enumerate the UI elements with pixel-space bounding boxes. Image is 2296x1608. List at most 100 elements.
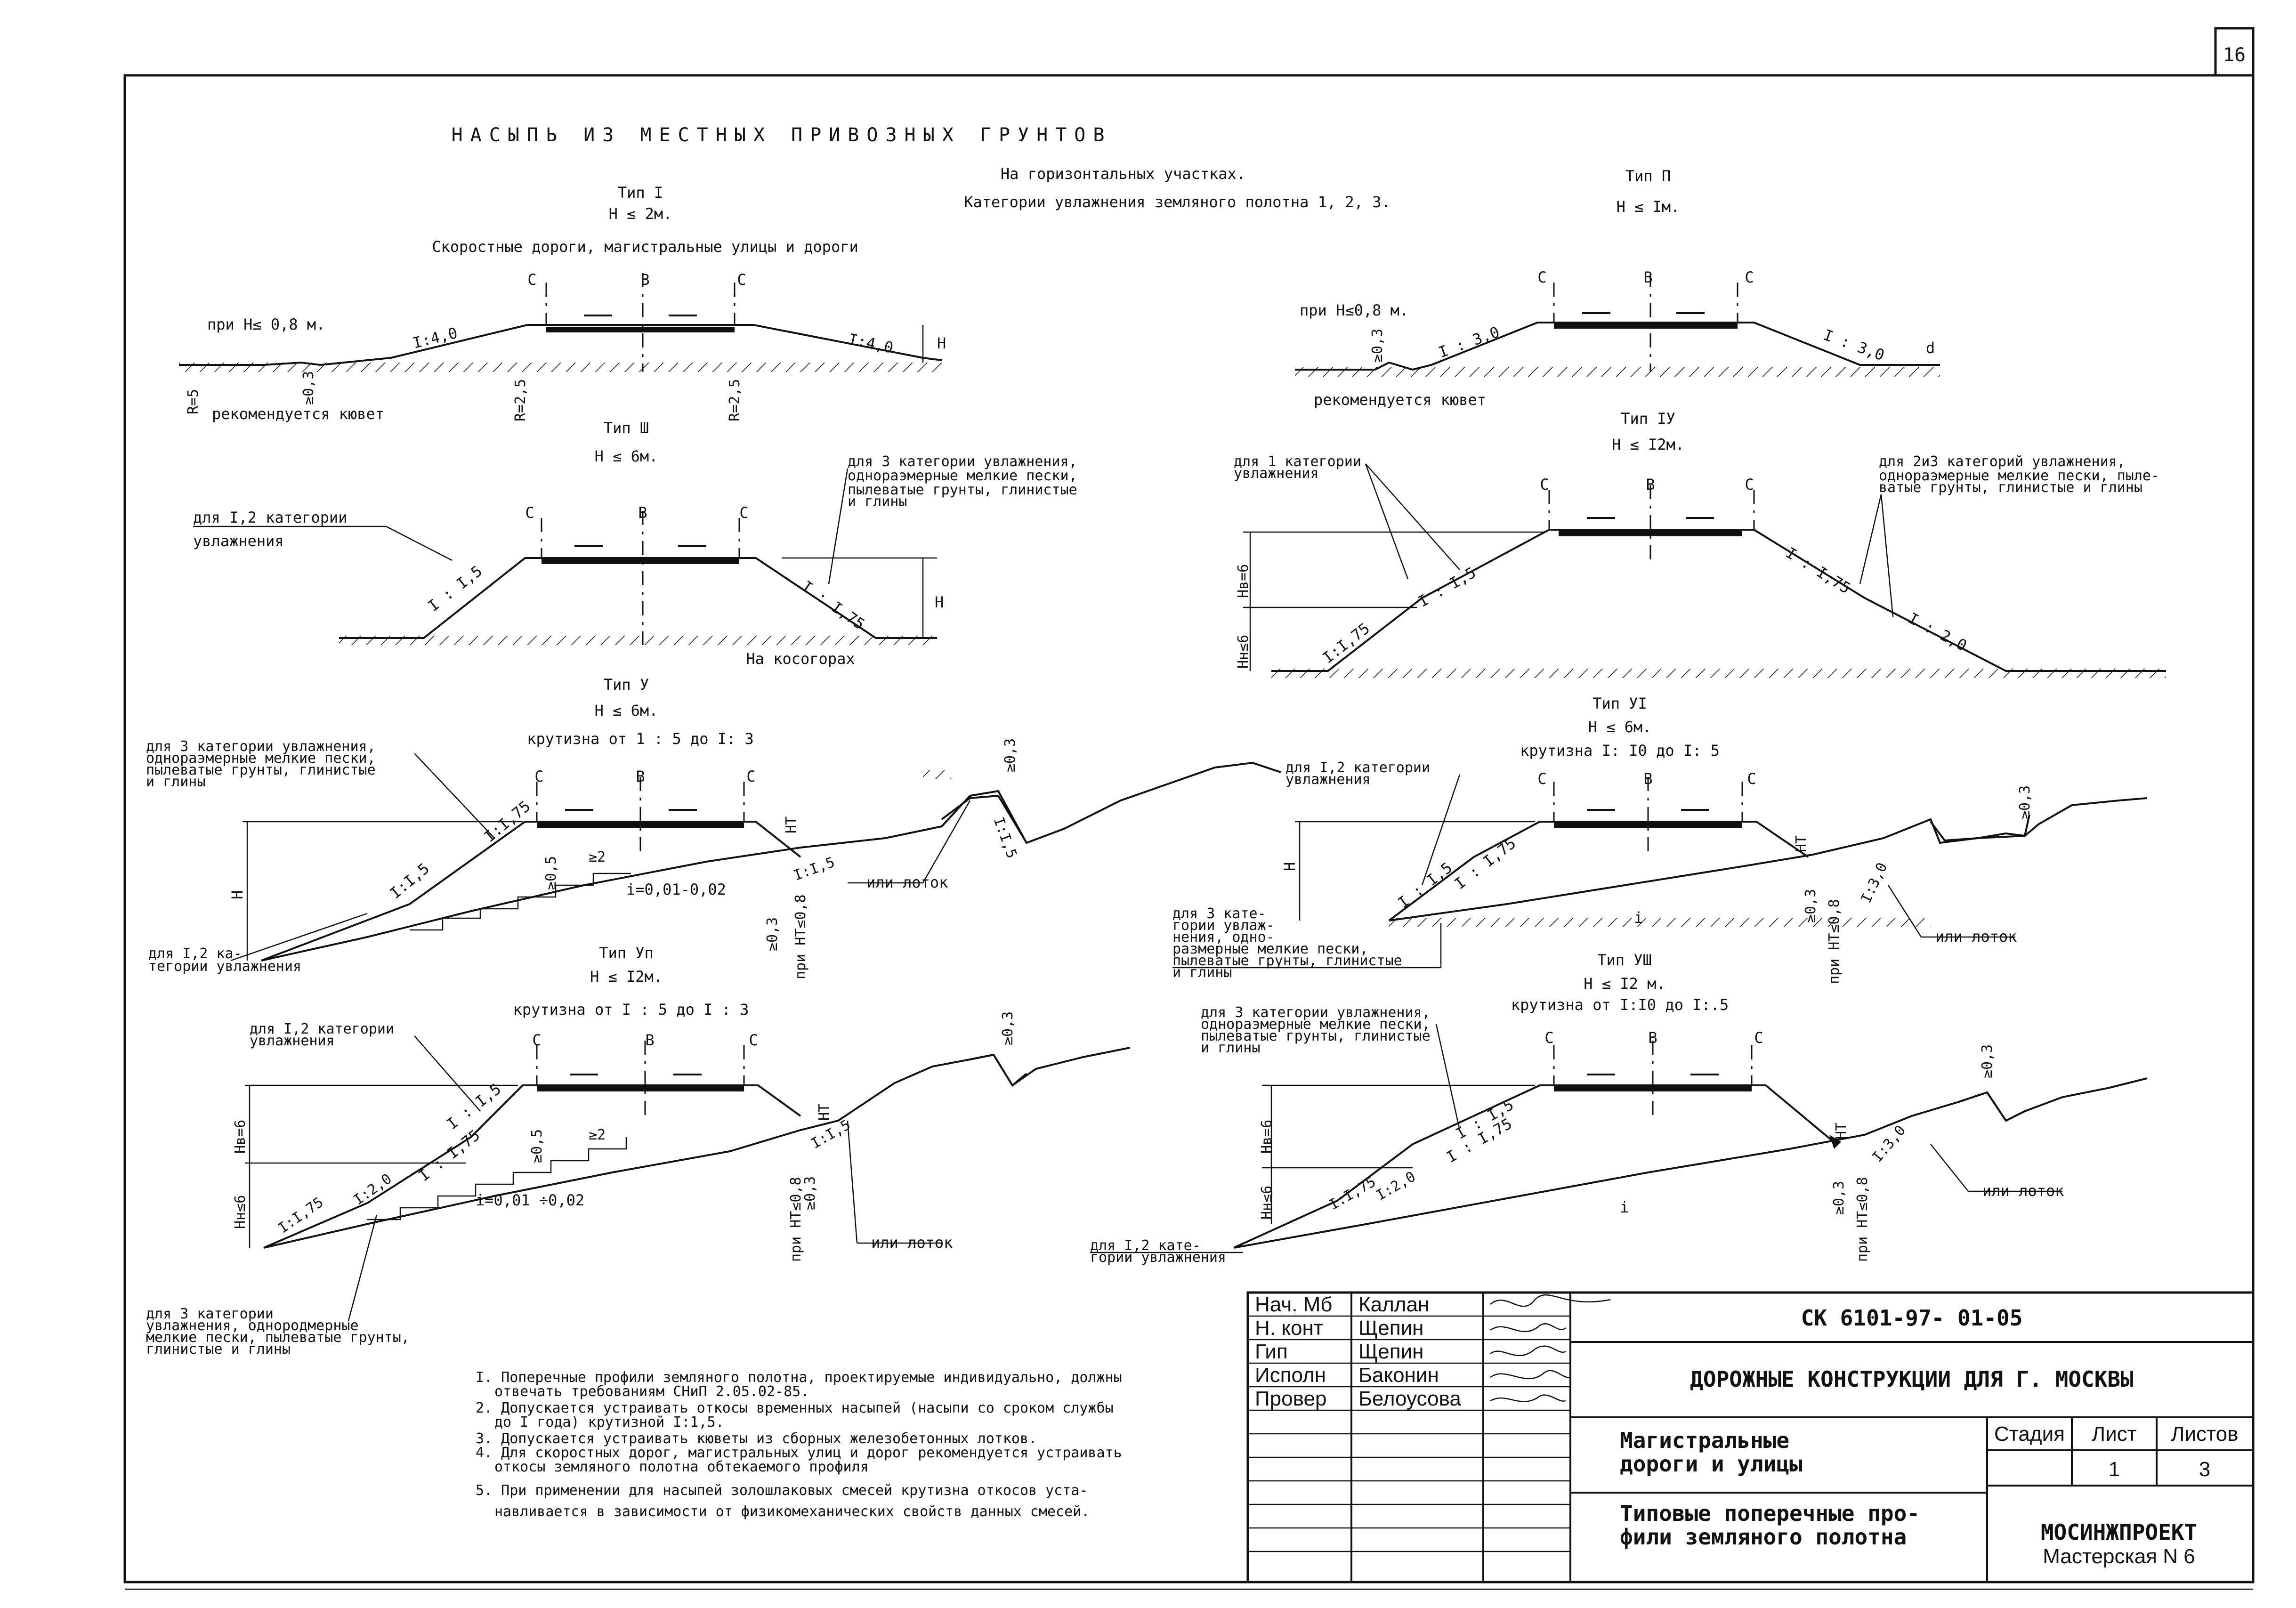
type-7-cat3: для 3 категории: [146, 1306, 274, 1322]
type-5-ht: HT: [783, 816, 800, 833]
name-3: Баконин: [1358, 1364, 1439, 1387]
type-4-leader-23a: [1859, 494, 1882, 584]
type-8-name: Тип УШ: [1597, 951, 1652, 969]
type-6-embankment: [1388, 821, 1809, 921]
type-5-h03: ≥0,3: [764, 917, 781, 951]
type-8-slope-c: I:I,75: [1326, 1173, 1379, 1213]
type-3-c-right: C: [739, 504, 748, 522]
type-1-name: Тип I: [618, 184, 663, 202]
type-1-ground-hatch: [179, 363, 942, 372]
type-1-b: B: [640, 271, 649, 289]
type-5-slope-c: I:I,5: [792, 854, 837, 884]
note-line-5: 3. Допускается устраивать кюветы из сбор…: [476, 1430, 1037, 1447]
on-slopes-label: На косогорах: [746, 650, 855, 668]
type-4-c-right: C: [1745, 476, 1754, 493]
profile-type-7: Тип Уп H ≤ I2м. крутизна от I : 5 до I :…: [146, 944, 1131, 1358]
type-8-tray-leader: [1930, 1144, 1969, 1192]
note-line-7: откосы земляного полотна обтекаемого про…: [494, 1459, 869, 1475]
type-8-cat12b: гории увлажнения: [1090, 1249, 1226, 1266]
type-7-height: H ≤ I2м.: [590, 968, 663, 986]
type-6-c-right: C: [1747, 770, 1756, 788]
type-3-cat3: для 3 категории увлажнения,: [848, 453, 1077, 470]
type-7-hv: Hв=6: [232, 1120, 249, 1154]
type-4-cat23c: ватые грунты, глинистые и глины: [1879, 479, 2142, 496]
sheet-number: 16: [2223, 44, 2246, 66]
type-2-slope-l: I : 3,0: [1436, 323, 1502, 362]
stage-label: Стадия: [1994, 1422, 2065, 1446]
type-4-slope-d: I : 2,0: [1905, 609, 1970, 655]
type-5-c-right: C: [746, 768, 755, 785]
type-3-slope-r: I : I,75: [798, 577, 868, 633]
type-3-name: Тип Ш: [604, 419, 649, 437]
type-5-tray-leader: [922, 800, 971, 883]
type-4-name: Тип IУ: [1621, 410, 1675, 428]
sheet-number-box: [2214, 27, 2255, 77]
type-2-note-h: при H≤0,8 м.: [1300, 301, 1408, 319]
type-7-ground: [263, 1047, 1131, 1249]
sheet-value: 1: [2109, 1458, 2120, 1481]
profile-type-1: Тип I H ≤ 2м. Скоростные дороги, магистр…: [179, 184, 946, 423]
profile-type-6: Тип УI H ≤ 6м. крутизна I: I0 до I: 5 C …: [1172, 695, 2148, 984]
project-title: ДОРОЖНЫЕ КОНСТРУКЦИИ ДЛЯ Г. МОСКВЫ: [1690, 1366, 2134, 1392]
type-7-c-left: C: [532, 1031, 541, 1049]
type-6-slope-b: I : I,75: [1451, 834, 1520, 893]
type-1-c-left: C: [527, 271, 536, 289]
type-5-min03: ≥0,3: [1002, 738, 1019, 772]
type-6-cat3f: и глины: [1172, 964, 1232, 981]
type-4-slope-c: I : I,75: [1783, 544, 1854, 598]
type-4-cat23b: однораэмерные мелкие пески, пыле-: [1879, 468, 2159, 484]
type-3-cat3c: пылеватые грунты, глинистые: [848, 482, 1077, 498]
type-8-hv: Hв=6: [1259, 1120, 1275, 1154]
type-8-ditch-fill: [1829, 1135, 1841, 1149]
type-6-slope-a: I : I,5: [1395, 858, 1456, 912]
type-1-min03: ≥0,3: [300, 371, 317, 405]
role-4: Провер: [1255, 1387, 1326, 1410]
type-6-h: H: [1281, 862, 1299, 871]
type-2-c-left: C: [1537, 268, 1546, 286]
type-8-b: B: [1648, 1029, 1657, 1047]
type-7-cat3c: мелкие пески, пылеватые грунты,: [146, 1329, 410, 1346]
general-notes: I. Поперечные профили земляного полотна,…: [476, 1369, 1122, 1520]
type-5-cat12b: тегории увлажнения: [148, 958, 301, 975]
type-2-name: Тип П: [1625, 167, 1671, 185]
type-8-height: H ≤ I2 м.: [1584, 975, 1665, 993]
name-0: Каллан: [1358, 1293, 1429, 1316]
type-5-leader-12: [230, 913, 368, 962]
note-line-9: навливается в зависимости от физикомехан…: [494, 1503, 1090, 1520]
role-1: Н. конт: [1255, 1317, 1323, 1340]
type-3-height: H ≤ 6м.: [595, 447, 658, 465]
type-7-leader-12: [414, 1035, 481, 1112]
type-5-step05: ≥0,5: [543, 856, 559, 890]
type-5-ditch: [941, 794, 1027, 844]
type-4-hv: Hв=6: [1235, 564, 1252, 598]
type-3-slope-l: I : I,5: [425, 562, 486, 615]
type-8-c-left: C: [1544, 1029, 1553, 1047]
type-5-step2: ≥2: [589, 849, 606, 865]
type-4-embankment: [1271, 529, 2166, 672]
type-4-ground-hatch: [1271, 669, 2166, 678]
type-8-hn: Hн≤6: [1259, 1186, 1275, 1220]
title-block-frame: [1246, 1291, 2255, 1584]
signatures: [1490, 1294, 1611, 1402]
type-1-c-right: C: [737, 271, 746, 289]
type-4-cat1b: увлажнения: [1234, 465, 1319, 482]
profile-type-4: Тип IУ H ≤ I2м. C B C Hв=6 Hн≤6 I : I,5 …: [1234, 410, 2166, 678]
type-5-b: B: [636, 768, 645, 785]
type-5-cut-hatch: [923, 770, 951, 779]
type-6-ground: [1389, 797, 2148, 921]
role-2: Гип: [1255, 1340, 1288, 1363]
type-6-ditch: [1930, 814, 2030, 842]
type-6-height: H ≤ 6м.: [1588, 718, 1652, 736]
type-7-name: Тип Уп: [599, 944, 654, 962]
type-5-cat12: для I,2 ка-: [148, 945, 242, 962]
type-1-slope-r: I:4,0: [847, 330, 895, 357]
type-4-cat23: для 2и3 категорий увлажнения,: [1879, 453, 2126, 470]
type-1-r25b: R=2,5: [727, 379, 743, 421]
type-5-h: H: [228, 890, 246, 899]
type-5-cat3: для 3 категории увлажнения,: [146, 738, 376, 755]
sheets-value: 3: [2199, 1458, 2210, 1481]
type-3-cat12b: увлажнения: [193, 532, 284, 550]
workshop: Мастерская N 6: [2043, 1545, 2195, 1568]
type-6-cat3c: нения, одно-: [1172, 929, 1275, 945]
type-8-ht: HT: [1833, 1123, 1850, 1139]
